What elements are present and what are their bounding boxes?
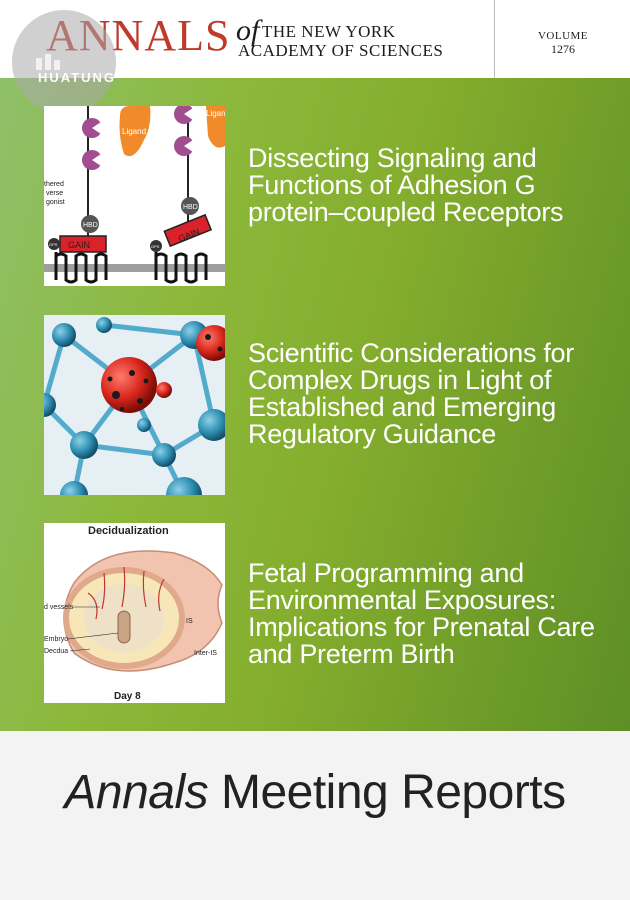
article-2-figure [44, 315, 225, 495]
ligand-shape [206, 106, 225, 148]
ligand-label: Ligand [206, 109, 225, 118]
article-2-title: Scientific Considerations for Complex Dr… [248, 338, 574, 449]
figure-label: Decdua [44, 648, 68, 655]
watermark-logo: HUATUNG [12, 10, 116, 114]
receptor-diagram: Ligand Ligand thered verse gonist HBD HB… [44, 106, 225, 284]
gps-label: GPS [49, 242, 58, 247]
ligand-label: Ligand [122, 127, 146, 136]
volume-label: VOLUME [537, 30, 589, 42]
academy-line-2: ACADEMY OF SCIENCES [238, 41, 444, 60]
figure-label: d vessels [44, 604, 74, 611]
gain-label: GAIN [68, 240, 90, 250]
figure-text: gonist [46, 199, 65, 206]
membrane [44, 264, 225, 272]
molecular-network-image [44, 317, 225, 495]
figure-text: thered [44, 181, 64, 188]
article-1-figure: Ligand Ligand thered verse gonist HBD HB… [44, 106, 225, 286]
volume-number: 1276 [551, 42, 575, 56]
series-footer [0, 731, 630, 900]
figure-label: IS [186, 618, 193, 625]
figure-heading: Decidualization [88, 525, 169, 537]
series-title: Annals Meeting Reports [0, 769, 630, 817]
figure-label: Inter-IS [194, 650, 217, 657]
journal-name-of: of [236, 14, 260, 47]
academy-line-1: THE NEW YORK [262, 22, 396, 41]
article-3-figure: Decidualization d vessels IS Embryo Decd… [44, 523, 225, 703]
transmembrane-helix [154, 252, 208, 284]
figure-text: verse [46, 190, 63, 197]
decidualization-diagram: Decidualization d vessels IS Embryo Decd… [44, 525, 223, 702]
series-title-rest: Meeting Reports [208, 766, 566, 819]
figure-label: Embryo [44, 636, 68, 643]
transmembrane-helix [54, 252, 108, 284]
gps-label: GPS [151, 244, 160, 249]
watermark-bars-icon [36, 54, 60, 70]
ligand-shape [119, 106, 151, 157]
embryo [117, 610, 131, 644]
hbd-label: HBD [183, 204, 198, 211]
masthead-divider [494, 0, 495, 78]
article-3-title: Fetal Programming and Environmental Expo… [248, 558, 595, 669]
series-title-italic: Annals [64, 766, 209, 819]
hbd-label: HBD [83, 222, 98, 229]
figure-caption-day: Day 8 [114, 691, 141, 702]
article-1-title: Dissecting Signaling and Functions of Ad… [248, 143, 564, 227]
watermark-text: HUATUNG [37, 70, 117, 85]
